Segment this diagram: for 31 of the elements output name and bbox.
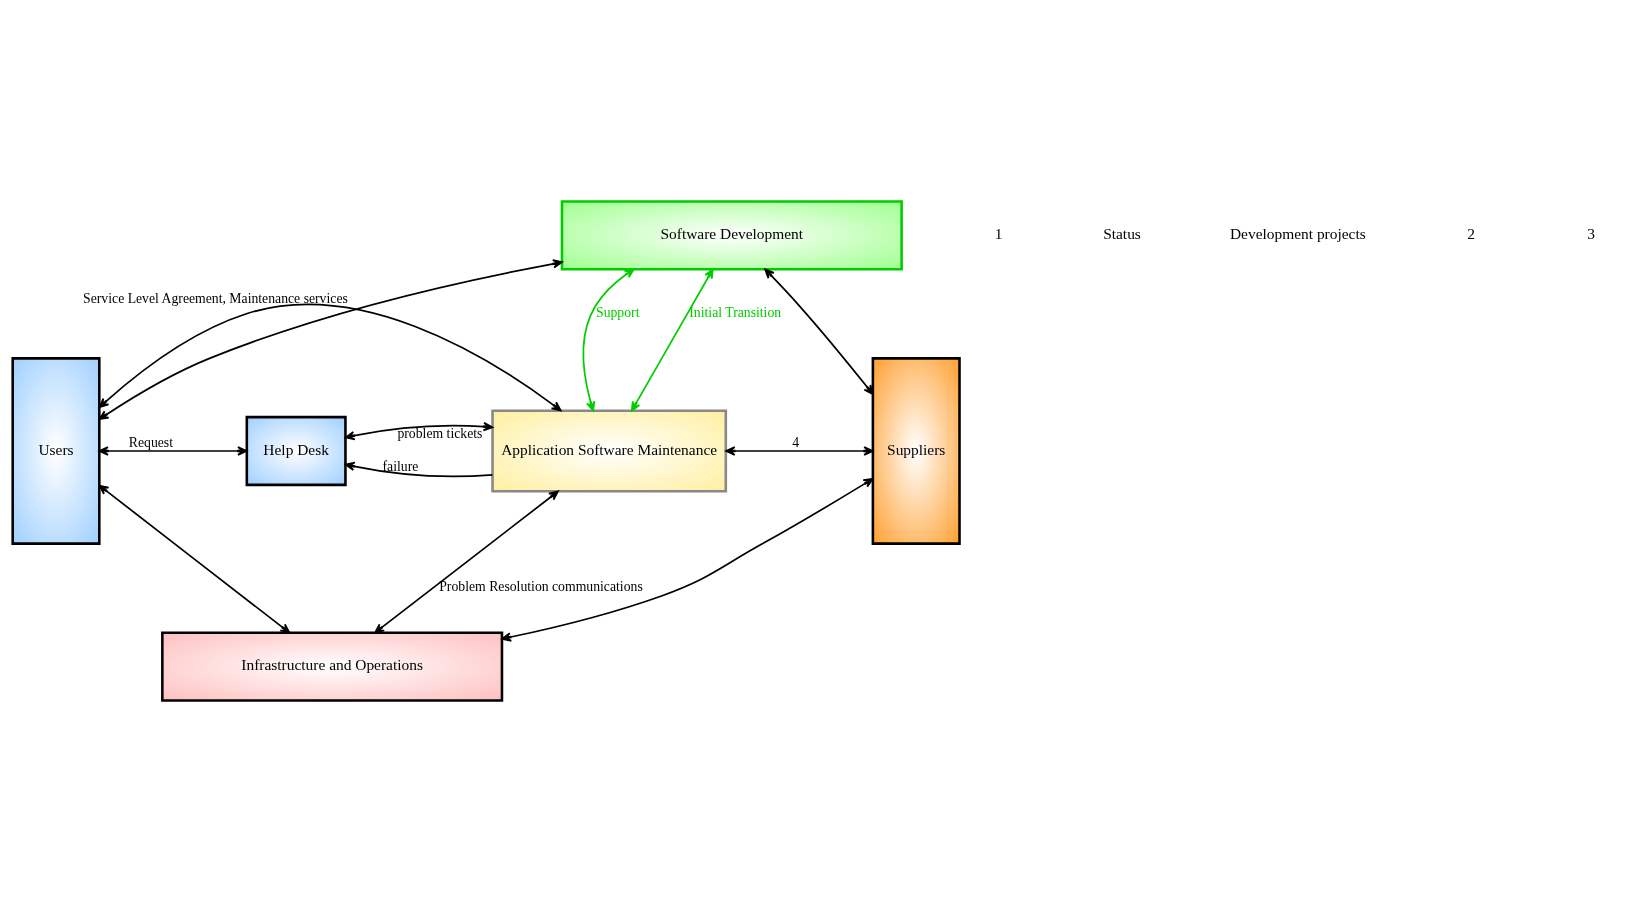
arrow: [630, 268, 714, 412]
label: Status: [1103, 225, 1141, 243]
label: 1: [994, 225, 1003, 243]
label: 2: [1467, 225, 1475, 243]
arrow: [764, 268, 874, 395]
node-box: Application Software Maintenance: [491, 409, 728, 493]
node-box: Suppliers: [871, 357, 961, 545]
arrow: [501, 478, 874, 642]
edge-label: failure: [382, 458, 419, 474]
node-box: Users: [11, 357, 101, 545]
arrow: [98, 446, 248, 456]
arrow: [98, 484, 291, 634]
node-box: Help Desk: [245, 415, 347, 487]
edge-label: Service Level Agreement, Maintenance services: [83, 291, 348, 307]
edge-label: Request: [128, 434, 174, 450]
arrow: [344, 461, 494, 478]
node-box: Software Development: [560, 200, 903, 271]
arrow: [344, 421, 494, 441]
arrow: [725, 446, 874, 456]
edge-label: problem tickets: [397, 425, 483, 441]
arrow: [582, 268, 635, 412]
arrow: [98, 303, 562, 412]
arrow: [374, 490, 559, 634]
arrow: [98, 259, 563, 421]
node-box: Infrastructure and Operations: [161, 631, 504, 702]
edge-label: Support: [596, 305, 640, 321]
edge-label: Initial Transition: [689, 305, 782, 321]
label: Development projects: [1229, 225, 1366, 243]
edge-label: Problem Resolution communications: [439, 579, 643, 595]
edge-label: 4: [792, 434, 800, 450]
label: 3: [1587, 225, 1596, 243]
